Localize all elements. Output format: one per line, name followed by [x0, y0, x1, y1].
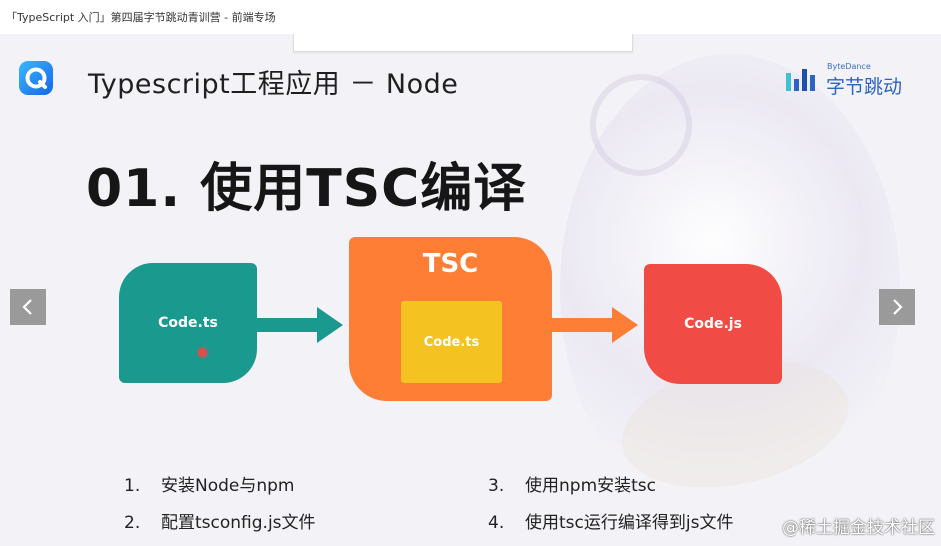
source-file-label: Code.ts [158, 315, 218, 331]
step-text: 使用npm安装tsc [525, 476, 656, 496]
bytedance-brand: ByteDance 字节跳动 [786, 60, 926, 98]
step-number: 4. [488, 513, 505, 533]
step-number: 1. [124, 476, 141, 496]
step-item: 2. 配置tsconfig.js文件 [124, 508, 316, 533]
source-file-box: Code.ts [119, 263, 257, 383]
step-item: 1. 安装Node与npm [124, 471, 295, 496]
arrow-to-output [552, 307, 638, 343]
step-item: 3. 使用npm安装tsc [488, 471, 656, 496]
next-slide-button[interactable] [879, 289, 915, 325]
brand-chinese: 字节跳动 [826, 76, 903, 98]
slide-canvas: Typescript工程应用 － Node ByteDance 字节跳动 01.… [0, 34, 941, 546]
window-title: 「TypeScript 入门」第四届字节跳动青训营 - 前端专场 [6, 11, 276, 24]
step-number: 3. [488, 476, 505, 496]
background-illustration-ring [590, 74, 692, 176]
output-file-label: Code.js [684, 316, 742, 332]
arrow-to-compiler [257, 307, 343, 343]
output-file-box: Code.js [644, 264, 782, 384]
bytedance-bars-icon [786, 69, 815, 91]
step-text: 安装Node与npm [161, 476, 295, 496]
section-title: 01. 使用TSC编译 [86, 159, 527, 219]
window-titlebar: 「TypeScript 入门」第四届字节跳动青训营 - 前端专场 [0, 0, 941, 35]
tsc-compiler-box: TSC Code.ts [349, 237, 552, 401]
compiler-input-label: Code.ts [423, 334, 480, 350]
tsc-label: TSC [422, 249, 479, 279]
chevron-left-icon [22, 299, 32, 315]
step-item: 4. 使用tsc运行编译得到js文件 [488, 508, 733, 533]
compiler-input-box: Code.ts [401, 301, 502, 383]
mouse-cursor-marker [198, 348, 207, 357]
prev-slide-button[interactable] [10, 289, 46, 325]
slide-heading: Typescript工程应用 － Node [88, 69, 459, 100]
step-text: 使用tsc运行编译得到js文件 [525, 513, 734, 533]
step-text: 配置tsconfig.js文件 [161, 513, 316, 533]
brand-english: ByteDance [827, 62, 871, 71]
site-watermark: @稀土掘金技术社区 [782, 518, 935, 538]
step-number: 2. [124, 513, 141, 533]
q-logo-icon [19, 61, 53, 95]
player-control-bar [293, 34, 633, 52]
chevron-right-icon [893, 299, 903, 315]
